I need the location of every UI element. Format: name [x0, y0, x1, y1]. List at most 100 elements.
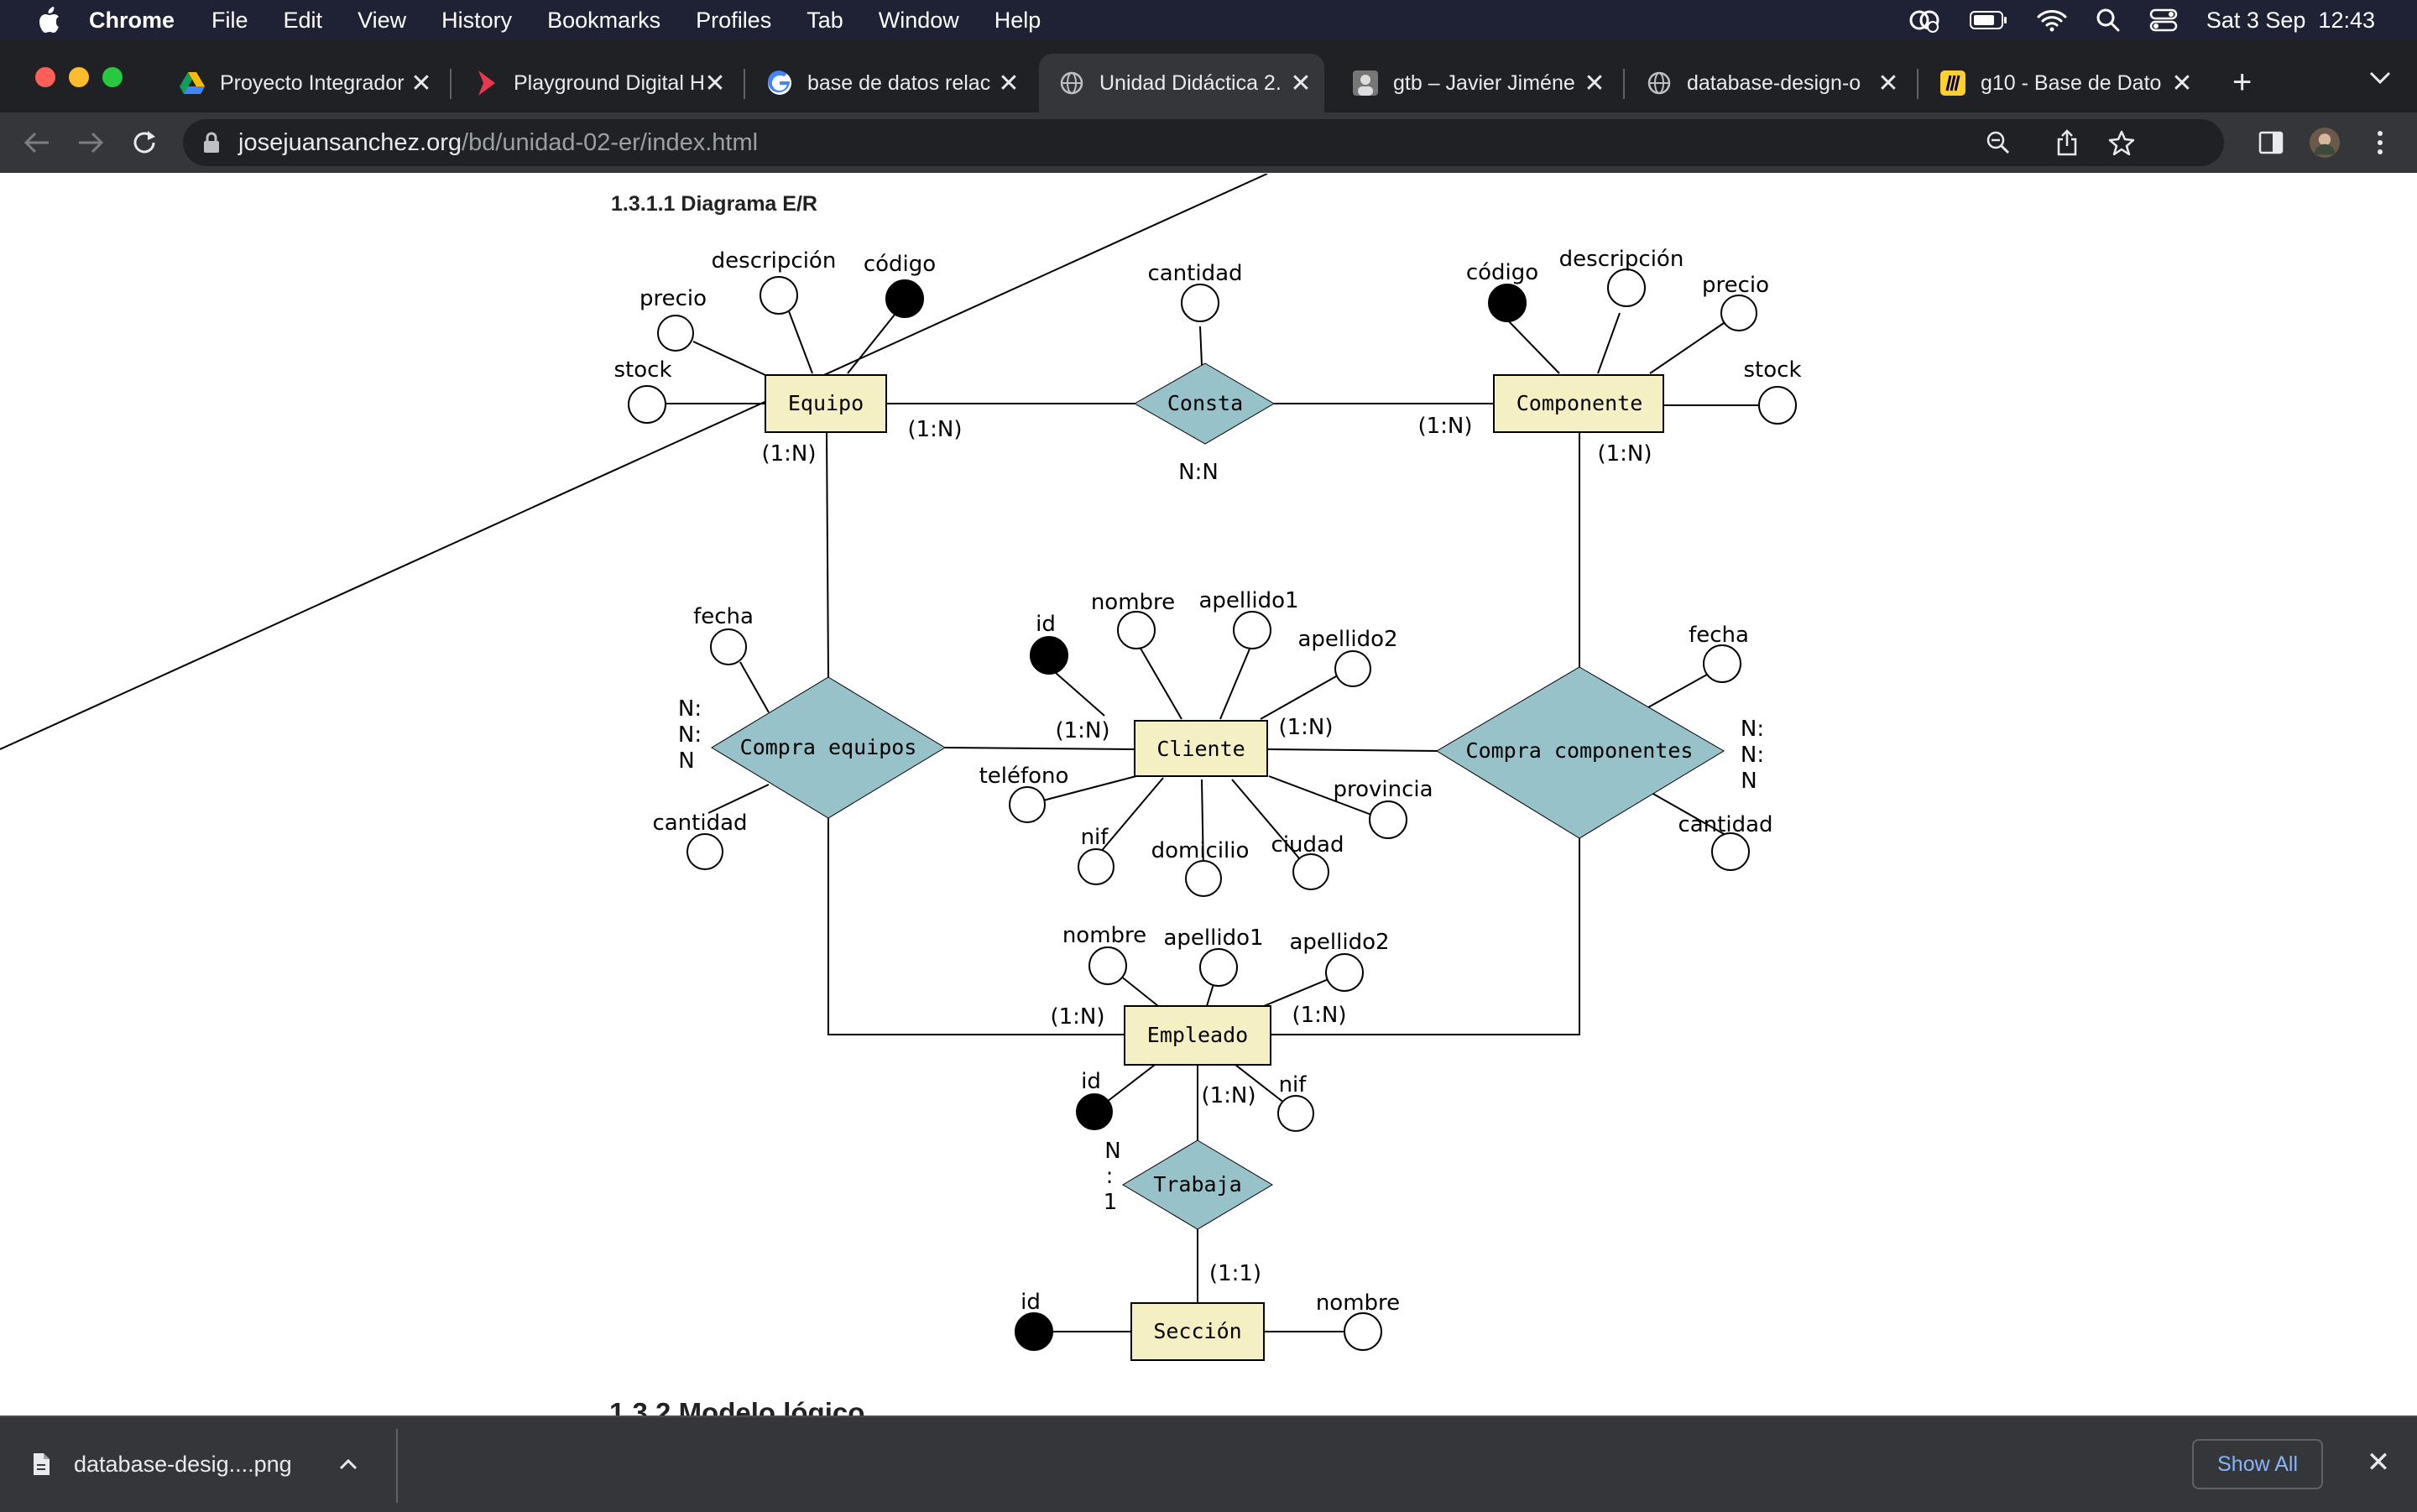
entity-label-componente: Componente [1516, 391, 1643, 415]
bookmark-star-icon[interactable] [2108, 130, 2135, 155]
chevron-up-icon[interactable] [339, 1458, 358, 1470]
tab-unidad-didactica[interactable]: Unidad Didáctica 2. ✕ [1039, 54, 1324, 112]
menu-history[interactable]: History [441, 7, 513, 33]
tab-base-de-datos[interactable]: base de datos relac ✕ [747, 60, 1032, 106]
close-tab-icon[interactable]: ✕ [1877, 69, 1899, 97]
menu-profiles[interactable]: Profiles [696, 7, 772, 33]
attr-compra-componentes-fecha [1703, 644, 1741, 683]
wifi-icon[interactable] [2037, 8, 2067, 32]
attr-label: precio [639, 286, 707, 311]
show-all-button[interactable]: Show All [2192, 1439, 2323, 1489]
menubar-clock[interactable]: Sat 3 Sep 12:43 [2206, 7, 2375, 33]
back-arrow-icon[interactable] [22, 128, 52, 158]
attr-label: nombre [1091, 590, 1175, 615]
close-window-button[interactable] [35, 67, 55, 87]
attr-empleado-nombre [1088, 946, 1127, 985]
menu-help[interactable]: Help [994, 7, 1041, 33]
relationship-label-consta: Consta [1167, 391, 1243, 415]
menu-edit[interactable]: Edit [283, 7, 323, 33]
side-panel-icon[interactable] [2256, 128, 2286, 158]
attr-label: nif [1279, 1072, 1308, 1098]
entity-label-equipo: Equipo [788, 391, 864, 415]
tab-gtb-javier[interactable]: gtb – Javier Jiméne ✕ [1333, 60, 1618, 106]
url-text[interactable]: josejuansanchez.org/bd/unidad-02-er/inde… [238, 129, 758, 157]
attr-equipo-stock [628, 385, 666, 424]
reload-icon[interactable] [129, 128, 159, 158]
tab-search-chevron-icon[interactable] [2368, 70, 2392, 90]
download-item[interactable]: database-desig....png [32, 1442, 358, 1486]
cardinality-label: N: [1741, 717, 1764, 742]
entity-label-seccion: Sección [1153, 1319, 1241, 1343]
cardinality-label: (1:N) [1292, 1003, 1346, 1028]
relationship-label-trabaja: Trabaja [1153, 1172, 1241, 1197]
cardinality-label: N [678, 748, 694, 774]
new-tab-icon[interactable]: + [2232, 64, 2253, 101]
attr-cliente-ciudad [1292, 853, 1329, 890]
cardinality-label: (1:N) [1055, 718, 1109, 743]
apple-icon[interactable] [35, 6, 64, 34]
more-menu-icon[interactable] [2365, 128, 2395, 158]
profile-avatar[interactable] [2310, 128, 2340, 158]
close-tab-icon[interactable]: ✕ [704, 69, 726, 97]
cardinality-label: (1:N) [761, 441, 816, 467]
relationship-compra-equipos [711, 676, 946, 819]
url-host: josejuansanchez.org [238, 128, 462, 156]
close-tab-icon[interactable]: ✕ [1290, 69, 1312, 97]
menu-file[interactable]: File [211, 7, 248, 33]
download-filename[interactable]: database-desig....png [74, 1451, 292, 1477]
tab-proyecto-integrador[interactable]: Proyecto Integrador ✕ [159, 60, 445, 106]
zoom-icon[interactable] [1986, 130, 2011, 155]
zoom-window-button[interactable] [102, 67, 123, 87]
creative-cloud-icon[interactable] [1908, 7, 1941, 34]
entity-componente [1493, 374, 1664, 433]
attr-empleado-nif [1277, 1095, 1314, 1132]
attr-label: apellido2 [1289, 930, 1389, 955]
cardinality-label: (1:N) [1278, 715, 1333, 740]
download-bar: database-desig....png Show All ✕ [0, 1416, 2417, 1512]
cardinality-label: N [1741, 769, 1757, 794]
close-tab-icon[interactable]: ✕ [2171, 69, 2193, 97]
battery-icon[interactable] [1969, 10, 2008, 30]
lock-icon[interactable] [203, 132, 220, 154]
close-tab-icon[interactable]: ✕ [998, 69, 1020, 97]
page-content: 1.3.1.1 Diagrama E/R [0, 174, 2417, 1416]
globe-icon [1059, 70, 1084, 96]
control-center-icon[interactable] [2149, 8, 2178, 32]
attr-label: nombre [1062, 923, 1146, 948]
tab-g10-base-de-datos[interactable]: g10 - Base de Dato ✕ [1920, 60, 2206, 106]
share-icon[interactable] [2056, 129, 2078, 156]
tab-playground-digital[interactable]: Playground Digital H ✕ [453, 60, 739, 106]
menu-app-chrome[interactable]: Chrome [89, 7, 175, 33]
address-bar[interactable]: josejuansanchez.org/bd/unidad-02-er/inde… [183, 119, 2224, 166]
attr-componente-stock [1758, 386, 1797, 425]
relationship-label-compra-equipos: Compra equipos [740, 735, 917, 759]
spotlight-icon[interactable] [2096, 8, 2121, 33]
close-tab-icon[interactable]: ✕ [410, 69, 432, 97]
attr-cliente-domicilio [1185, 860, 1222, 897]
attr-label: cantidad [652, 811, 747, 836]
cardinality-label: (1:N) [1597, 441, 1652, 467]
attr-label: fecha [693, 604, 754, 629]
cardinality-label: N: [1741, 743, 1764, 768]
relationship-label-compra-componentes: Compra componentes [1466, 738, 1694, 763]
attr-empleado-apellido1 [1199, 948, 1238, 987]
attr-label: domicilio [1151, 838, 1250, 863]
close-download-bar-icon[interactable]: ✕ [2366, 1447, 2391, 1478]
cardinality-label: N [1104, 1139, 1120, 1164]
attr-empleado-apellido2 [1325, 953, 1364, 992]
close-tab-icon[interactable]: ✕ [1584, 69, 1605, 97]
attr-label: teléfono [979, 764, 1069, 789]
menu-tab[interactable]: Tab [807, 7, 843, 33]
download-bar-divider [396, 1429, 398, 1503]
key-attr-cliente-id [1030, 636, 1068, 675]
attr-label: descripción [1559, 247, 1684, 272]
cardinality-label: (1:N) [1050, 1004, 1104, 1030]
menu-bookmarks[interactable]: Bookmarks [547, 7, 661, 33]
menu-view[interactable]: View [358, 7, 407, 33]
menu-window[interactable]: Window [878, 7, 959, 33]
minimize-window-button[interactable] [69, 67, 89, 87]
forward-arrow-icon[interactable] [76, 128, 106, 158]
attr-label: fecha [1689, 623, 1749, 648]
tab-database-design[interactable]: database-design-o ✕ [1626, 60, 1912, 106]
globe-icon [1647, 70, 1672, 96]
